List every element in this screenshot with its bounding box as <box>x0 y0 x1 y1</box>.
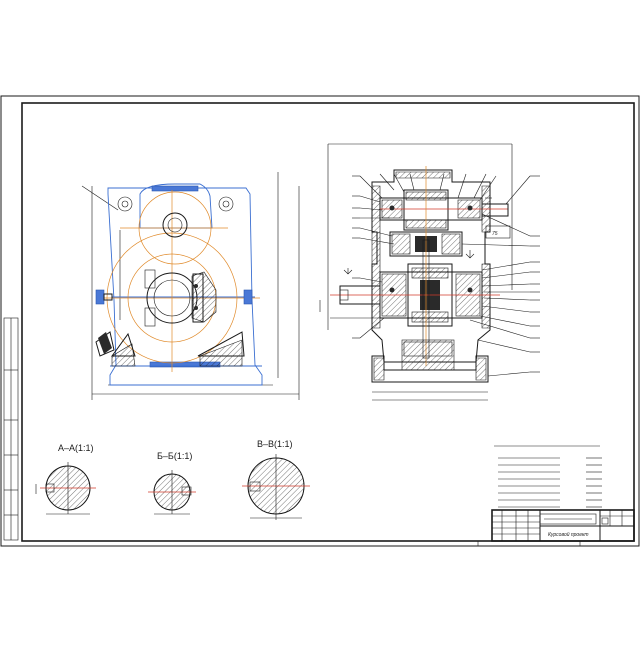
section-b-b: Б–Б(1:1) <box>148 451 196 515</box>
bottom-strip <box>477 541 581 546</box>
title-stamp-text: Курсовой проект <box>548 531 589 538</box>
section-c-label: В–В(1:1) <box>257 439 293 449</box>
side-section-view: 75 <box>319 143 540 401</box>
front-view <box>81 172 300 400</box>
technical-characteristics <box>494 445 602 508</box>
section-b-label: Б–Б(1:1) <box>157 451 192 461</box>
sheet-frame <box>0 95 640 547</box>
margin-stamp <box>3 317 19 541</box>
svg-text:75: 75 <box>492 231 498 237</box>
section-c-c: В–В(1:1) <box>242 439 310 520</box>
section-a-a: А–А(1:1) <box>35 443 96 515</box>
section-a-label: А–А(1:1) <box>58 443 94 453</box>
title-block: Курсовой проект <box>491 509 635 542</box>
